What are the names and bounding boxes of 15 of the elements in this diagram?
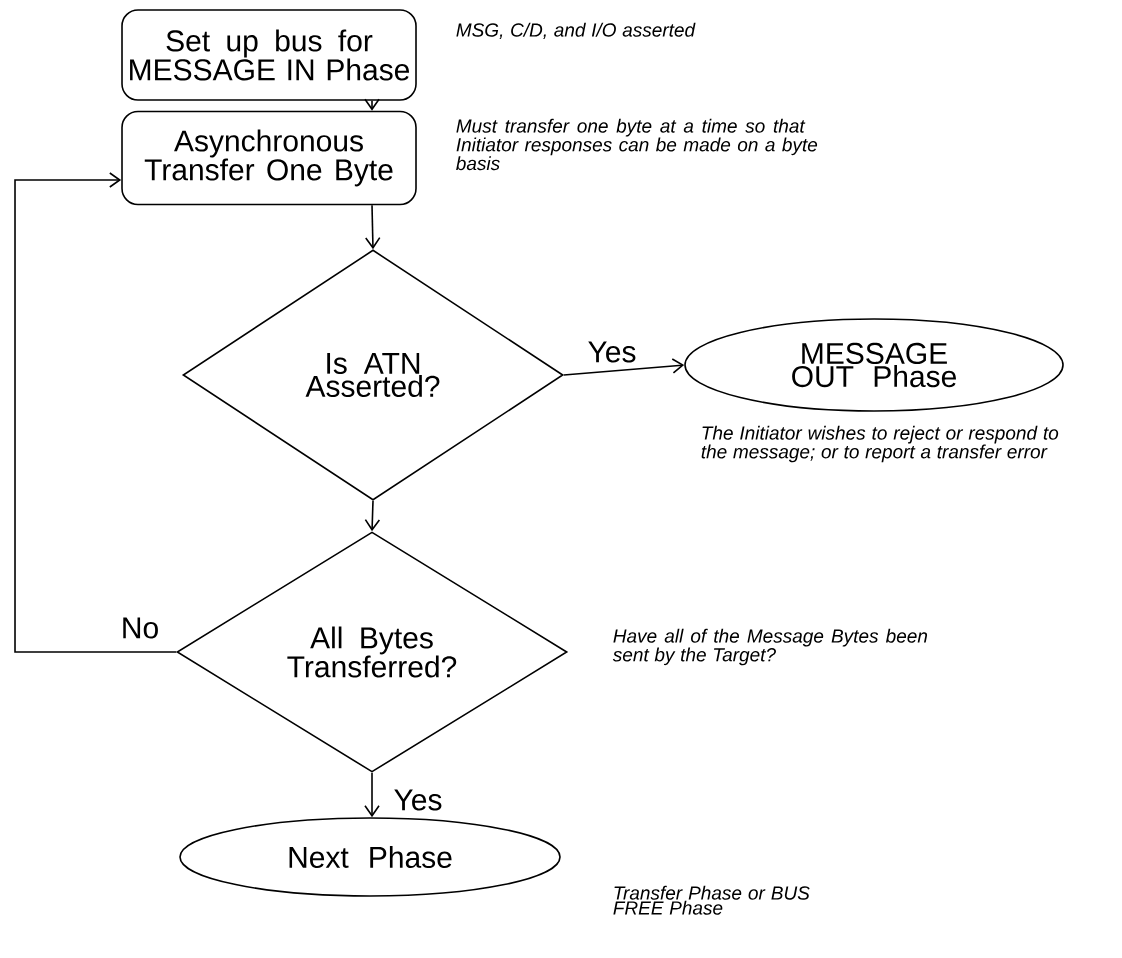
process-box: Set up bus for MESSAGE IN Phase [121, 9, 417, 101]
note-text: The Initiator wishes to reject or respond to the message; or to report a transfer error [701, 425, 1059, 463]
process-box: Asynchronous Transfer One Byte [121, 110, 417, 206]
edge-label: Yes [586, 340, 638, 364]
note-text: Transfer Phase or BUS FREE Phase [613, 885, 810, 915]
arrow [364, 204, 381, 250]
note-text: Have all of the Message Bytes been sent by the Target? [612, 628, 928, 666]
arrow [563, 358, 685, 376]
arrow [364, 500, 381, 532]
edge-label: No [119, 616, 161, 640]
arrow [364, 772, 380, 818]
edge-label: Yes [392, 788, 444, 812]
note-text: Must transfer one byte at a time so that Initiator responses can be made on a byte basis [456, 118, 818, 171]
arrow [14, 172, 177, 653]
note-text: MSG, C/D, and I/O asserted [456, 22, 696, 39]
